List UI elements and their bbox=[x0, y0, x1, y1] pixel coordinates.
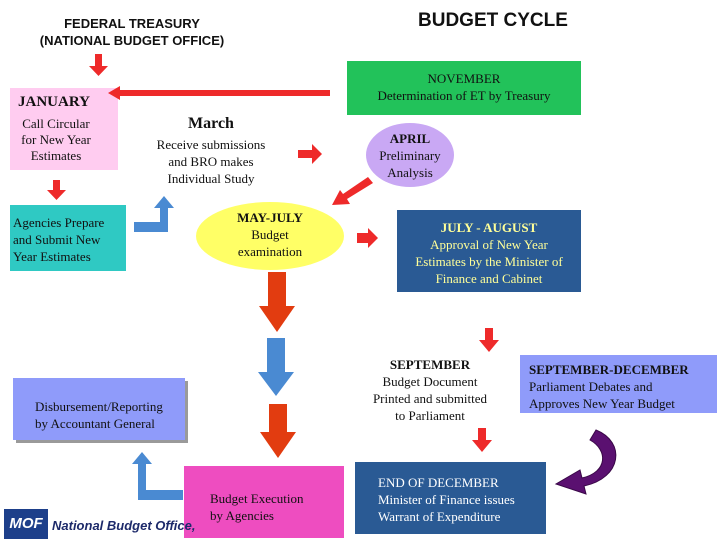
stage-end-of-december: END OF DECEMBER Minister of Finance issu… bbox=[355, 462, 546, 534]
org-line-1: FEDERAL TREASURY bbox=[64, 16, 200, 31]
arrow-march-right bbox=[298, 144, 322, 164]
stage-november: NOVEMBER Determination of ET by Treasury bbox=[347, 61, 581, 115]
stage-execution: Budget Execution by Agencies bbox=[184, 466, 344, 538]
stage-disbursement: Disbursement/Reporting by Accountant Gen… bbox=[13, 378, 185, 440]
arrow-july-to-september bbox=[479, 328, 499, 352]
arrow-september-to-end bbox=[472, 428, 492, 452]
stage-september-title: SEPTEMBER bbox=[389, 357, 471, 372]
stage-september-december-title: SEPTEMBER-DECEMBER bbox=[529, 362, 689, 377]
arrow-execution-down bbox=[260, 404, 296, 458]
stage-january-text: Call Circular for New Year Estimates bbox=[21, 116, 91, 163]
footer-org-name: National Budget Office, bbox=[52, 518, 196, 533]
stage-april: APRIL Preliminary Analysis bbox=[366, 123, 454, 187]
stage-march: March Receive submissions and BRO makes … bbox=[143, 114, 279, 187]
arrow-april-to-may bbox=[332, 177, 373, 205]
stage-september-december: SEPTEMBER-DECEMBER Parliament Debates an… bbox=[520, 355, 717, 413]
page-title: BUDGET CYCLE bbox=[418, 10, 568, 31]
mof-logo: MOF bbox=[4, 509, 48, 539]
stage-may-july: MAY-JULY Budget examination bbox=[196, 202, 344, 270]
stage-november-title: NOVEMBER bbox=[427, 71, 501, 86]
stage-september: SEPTEMBER Budget Document Printed and su… bbox=[358, 356, 502, 424]
arrow-january-to-agencies bbox=[47, 180, 66, 200]
stage-march-title: March bbox=[188, 115, 234, 132]
stage-july-august: JULY - AUGUST Approval of New Year Estim… bbox=[397, 210, 581, 292]
stage-january-title: JANUARY bbox=[18, 94, 90, 110]
arrow-blue-down bbox=[258, 338, 294, 396]
arrow-sept-dec-to-end bbox=[554, 429, 617, 495]
mof-logo-text: MOF bbox=[9, 515, 43, 532]
stage-may-july-title: MAY-JULY bbox=[237, 210, 303, 225]
arrow-execution-to-disbursement bbox=[132, 452, 183, 500]
arrow-may-to-july bbox=[357, 228, 378, 248]
org-line-2: (NATIONAL BUDGET OFFICE) bbox=[39, 33, 225, 48]
stage-january: JANUARY Call Circular for New Year Estim… bbox=[10, 88, 118, 170]
arrow-november-to-january bbox=[108, 86, 330, 100]
arrow-may-down bbox=[259, 272, 295, 332]
stage-agencies: Agencies Prepare and Submit New Year Est… bbox=[10, 205, 126, 271]
stage-november-text: Determination of ET by Treasury bbox=[377, 88, 551, 103]
stage-end-of-december-title: END OF DECEMBER bbox=[378, 475, 499, 490]
arrow-agencies-to-march bbox=[134, 196, 174, 232]
arrow-treasury-to-january bbox=[89, 54, 108, 76]
stage-april-title: APRIL bbox=[389, 131, 431, 146]
stage-july-august-title: JULY - AUGUST bbox=[440, 220, 538, 235]
org-header: FEDERAL TREASURY (NATIONAL BUDGET OFFICE… bbox=[12, 15, 252, 49]
